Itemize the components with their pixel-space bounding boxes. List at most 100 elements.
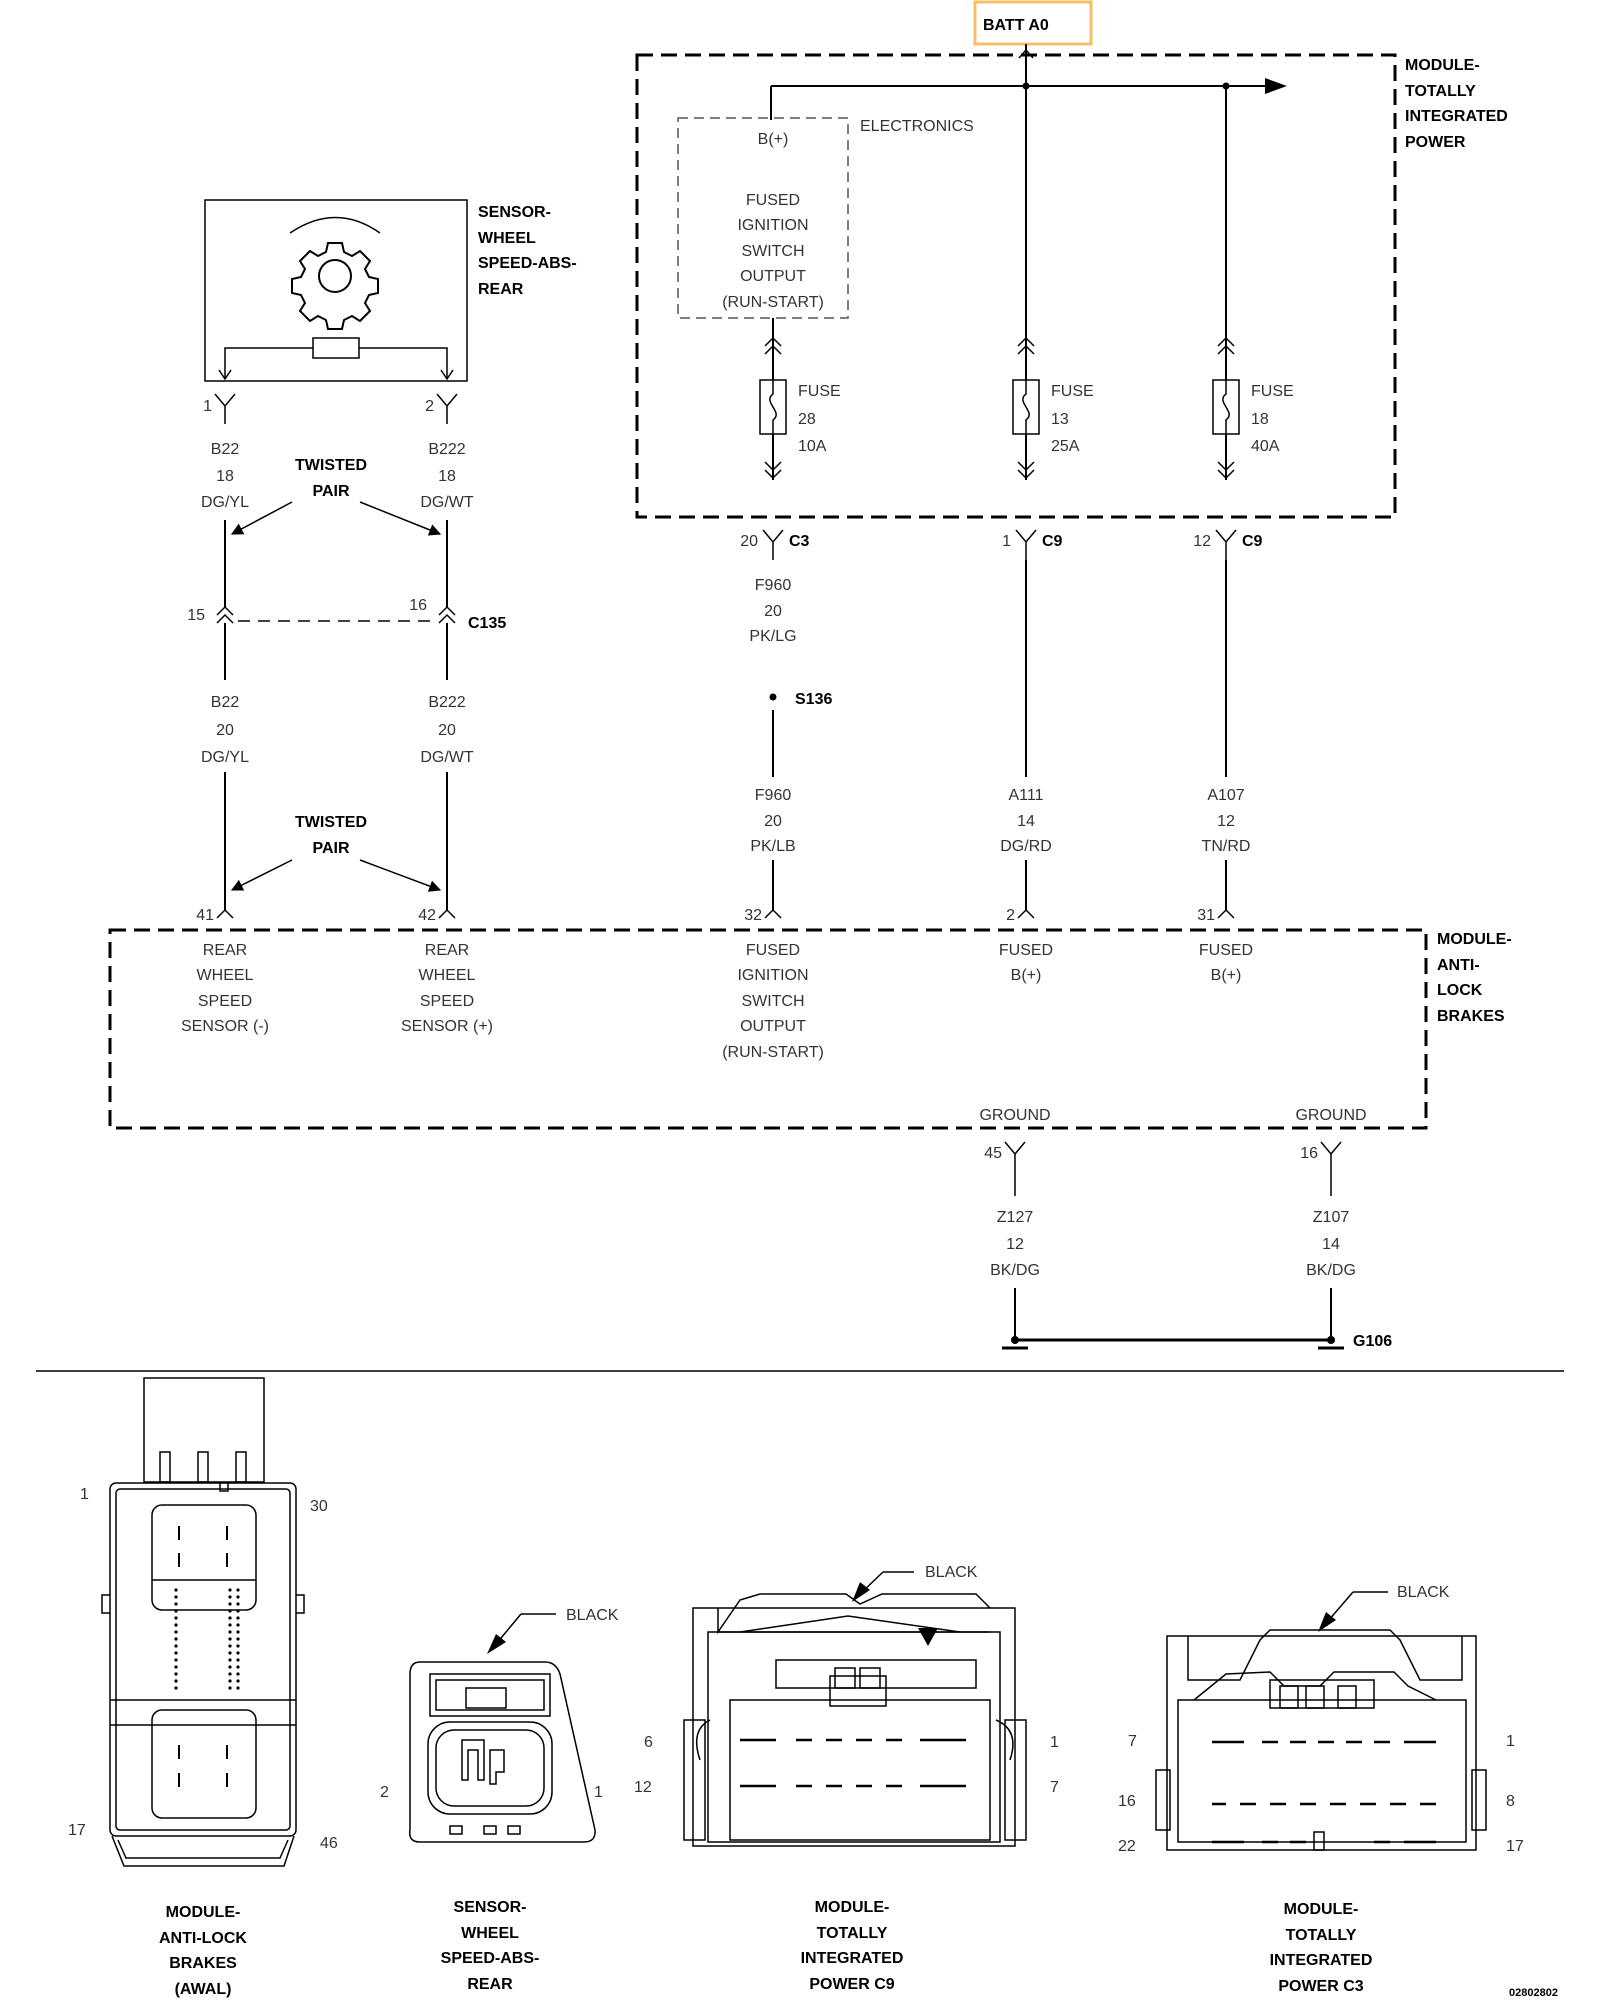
svg-text:POWER C9: POWER C9 — [809, 1976, 894, 1993]
pin-dot — [236, 1637, 240, 1641]
ground-pin-45: 45 — [984, 1141, 1026, 1196]
svg-text:12: 12 — [1217, 813, 1235, 830]
svg-text:TN/RD: TN/RD — [1202, 838, 1251, 855]
pin-dot — [174, 1644, 178, 1648]
svg-text:C3: C3 — [789, 533, 810, 550]
svg-text:REAR: REAR — [203, 942, 247, 959]
svg-text:DG/YL: DG/YL — [201, 749, 249, 766]
pin-dot — [174, 1637, 178, 1641]
svg-text:Z127: Z127 — [997, 1209, 1034, 1226]
svg-text:2: 2 — [380, 1784, 389, 1801]
pin-dot — [174, 1651, 178, 1655]
svg-text:TOTALLY: TOTALLY — [1286, 1927, 1357, 1944]
pin-dot — [236, 1616, 240, 1620]
fuse-connector-chevrons-top — [764, 336, 1235, 355]
svg-text:OUTPUT: OUTPUT — [740, 268, 806, 285]
tip-pin-c9-12: 12 C9 — [1193, 529, 1263, 560]
pin-dot — [228, 1602, 232, 1606]
sensor-connector-color-callout: BLACK — [487, 1607, 619, 1654]
pin-dot — [228, 1588, 232, 1592]
svg-text:6: 6 — [644, 1734, 653, 1751]
batt-box — [973, 0, 1093, 46]
svg-text:46: 46 — [320, 1835, 338, 1852]
svg-text:MODULE-: MODULE- — [166, 1904, 241, 1921]
svg-text:B222: B222 — [428, 694, 465, 711]
twisted-pair-upper: TWISTED PAIR — [230, 457, 442, 536]
svg-text:BRAKES: BRAKES — [169, 1955, 237, 1972]
svg-text:WHEEL: WHEEL — [419, 967, 476, 984]
pin-dot — [174, 1679, 178, 1683]
pin-dot — [236, 1658, 240, 1662]
svg-text:16: 16 — [409, 597, 427, 614]
pin-dot — [174, 1602, 178, 1606]
figure-id: 02802802 — [1509, 1987, 1558, 1999]
svg-text:12: 12 — [1193, 533, 1211, 550]
svg-text:20: 20 — [438, 722, 456, 739]
abs-connector-caption: MODULE- ANTI-LOCK BRAKES (AWAL) — [159, 1904, 247, 1998]
abs-module-title: MODULE- ANTI- LOCK BRAKES — [1437, 931, 1512, 1025]
svg-text:FUSED: FUSED — [999, 942, 1053, 959]
svg-text:INTEGRATED: INTEGRATED — [801, 1950, 904, 1967]
svg-text:SENSOR (+): SENSOR (+) — [401, 1018, 493, 1035]
ground-pin-16: 16 — [1300, 1141, 1342, 1196]
pin-dot — [236, 1651, 240, 1655]
sensor-connector-view — [408, 1661, 596, 1843]
pin-dot — [228, 1616, 232, 1620]
svg-text:16: 16 — [1118, 1793, 1136, 1810]
wire-f960-upper-label: F960 20 PK/LG — [749, 577, 796, 645]
svg-text:40A: 40A — [1251, 438, 1280, 455]
svg-text:PAIR: PAIR — [312, 840, 349, 857]
svg-text:PK/LG: PK/LG — [749, 628, 796, 645]
pin-dot — [174, 1658, 178, 1662]
tip-c9-color-callout: BLACK — [852, 1564, 978, 1646]
svg-text:INTEGRATED: INTEGRATED — [1270, 1952, 1373, 1969]
svg-text:7: 7 — [1128, 1733, 1137, 1750]
sensor-connector-pin-labels: 2 1 — [380, 1784, 603, 1801]
svg-text:32: 32 — [744, 907, 762, 924]
svg-text:FUSED: FUSED — [1199, 942, 1253, 959]
pin-dot — [228, 1637, 232, 1641]
svg-text:7: 7 — [1050, 1779, 1059, 1796]
pin-dot — [174, 1623, 178, 1627]
svg-text:B222: B222 — [428, 441, 465, 458]
svg-text:BLACK: BLACK — [1397, 1584, 1450, 1601]
abs-func-fused-b1: FUSED B(+) — [999, 942, 1053, 984]
svg-text:28: 28 — [798, 411, 816, 428]
pin-dot — [228, 1651, 232, 1655]
svg-text:F960: F960 — [755, 787, 792, 804]
svg-text:18: 18 — [1251, 411, 1269, 428]
svg-text:20: 20 — [764, 603, 782, 620]
tip-c9-caption: MODULE- TOTALLY INTEGRATED POWER C9 — [801, 1899, 904, 1993]
svg-text:MODULE-: MODULE- — [815, 1899, 890, 1916]
svg-text:25A: 25A — [1051, 438, 1080, 455]
svg-text:ANTI-: ANTI- — [1437, 957, 1480, 974]
sensor-connector-caption: SENSOR- WHEEL SPEED-ABS- REAR — [441, 1899, 540, 1993]
pin-dot — [236, 1672, 240, 1676]
svg-text:(RUN-START): (RUN-START) — [722, 294, 824, 311]
svg-text:ANTI-LOCK: ANTI-LOCK — [159, 1930, 247, 1947]
svg-text:(AWAL): (AWAL) — [175, 1981, 232, 1998]
svg-text:TOTALLY: TOTALLY — [1405, 83, 1476, 100]
svg-text:1: 1 — [594, 1784, 603, 1801]
pin-dot — [236, 1595, 240, 1599]
abs-connector-view — [101, 1377, 305, 1867]
svg-text:B22: B22 — [211, 694, 240, 711]
svg-text:B(+): B(+) — [1011, 967, 1042, 984]
svg-text:22: 22 — [1118, 1838, 1136, 1855]
abs-func-rear-plus: REAR WHEEL SPEED SENSOR (+) — [401, 942, 493, 1035]
twisted-pair-lower: TWISTED PAIR — [230, 814, 442, 892]
svg-text:(RUN-START): (RUN-START) — [722, 1044, 824, 1061]
svg-text:1: 1 — [1506, 1733, 1515, 1750]
tip-c3-color-callout: BLACK — [1318, 1584, 1450, 1632]
svg-text:TWISTED: TWISTED — [295, 814, 367, 831]
bus-arrow — [1265, 78, 1287, 94]
electronics-function: FUSED IGNITION SWITCH OUTPUT (RUN-START) — [722, 192, 824, 311]
svg-text:F960: F960 — [755, 577, 792, 594]
svg-text:FUSED: FUSED — [746, 942, 800, 959]
svg-text:C135: C135 — [468, 615, 506, 632]
svg-text:MODULE-: MODULE- — [1284, 1901, 1359, 1918]
wire-a111-label: A111 14 DG/RD — [1000, 787, 1052, 855]
pin-dot — [236, 1686, 240, 1690]
svg-text:17: 17 — [1506, 1838, 1524, 1855]
